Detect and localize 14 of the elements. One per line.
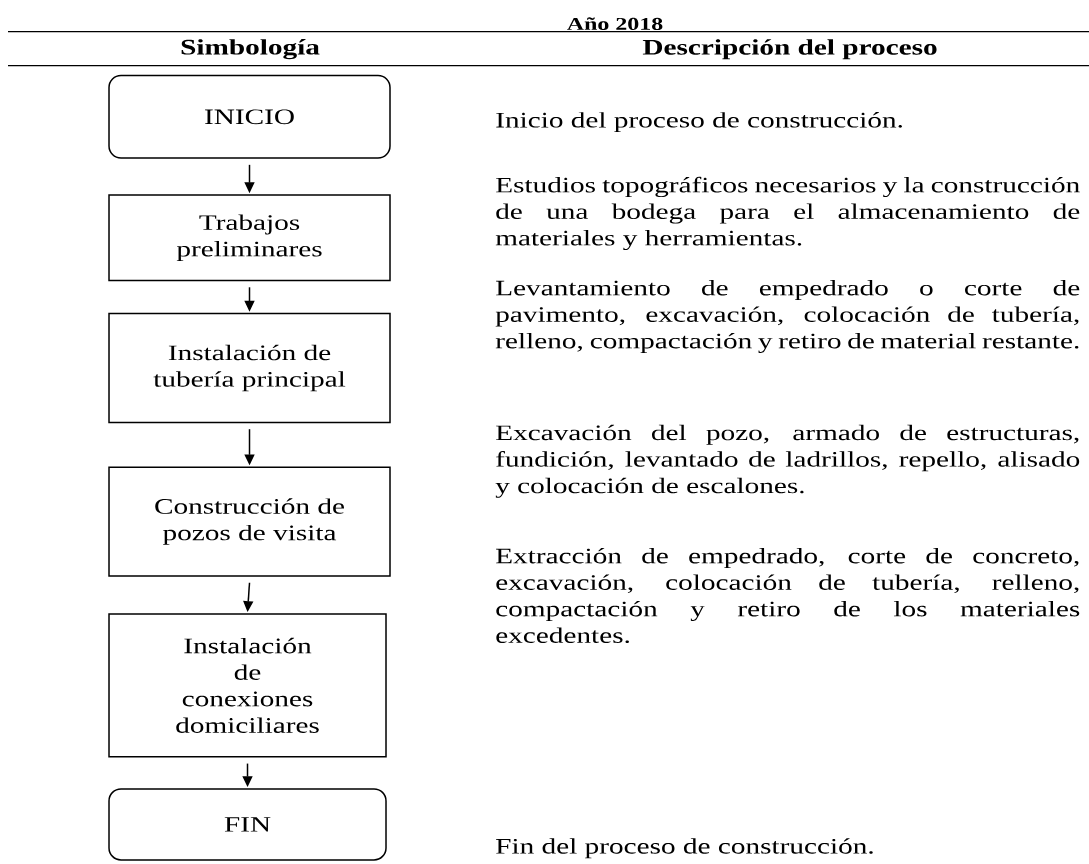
column-header: Descripción del proceso	[642, 39, 937, 60]
terminal-box: FIN	[108, 788, 387, 861]
process-description: Estudios topográficos necesarios y la construcción de una bodega para el almacenamiento de materiales y herramientas.	[495, 176, 1080, 251]
process-box: Construcción de pozos de visita	[108, 466, 391, 577]
process-box: Instalación de conexiones domiciliares	[108, 613, 387, 758]
process-description: Inicio del proceso de construcción.	[496, 112, 902, 133]
process-description: Extracción de empedrado, corte de concreto, excavación, colocación de tubería, relleno, compactación y retiro de los materiales excedentes.	[496, 547, 1080, 644]
process-box: Instalación de tubería principal	[108, 312, 391, 424]
process-description: Levantamiento de empedrado o corte de pavimento, excavación, colocación de tubería, relleno, compactación y retiro de material restante.	[495, 280, 1080, 353]
process-description: Excavación del pozo, armado de estructuras, fundición, levantado de ladrillos, repello, alisado y colocación de escalones.	[495, 424, 1080, 498]
terminal-box: INICIO	[108, 74, 391, 159]
table-title: Año 2018	[567, 17, 663, 30]
process-description: Fin del proceso de construcción.	[496, 838, 873, 859]
process-box: Trabajos preliminares	[108, 194, 391, 282]
